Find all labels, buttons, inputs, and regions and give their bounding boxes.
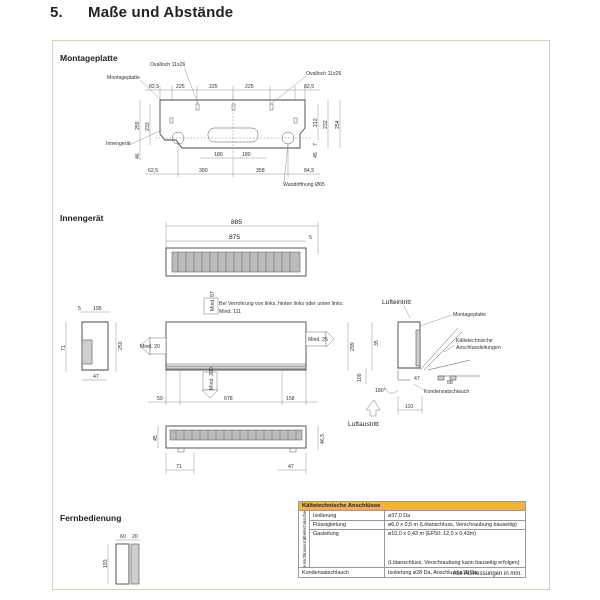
side-unit-bracket	[81, 339, 93, 365]
front-unit-outline	[165, 321, 307, 371]
air-outlet-arrow	[365, 399, 381, 417]
dim-47-low: 47	[288, 464, 294, 470]
dim-380: 380	[199, 168, 208, 174]
dim-100-right: 100	[357, 373, 363, 382]
dim-45: 45	[313, 152, 319, 158]
label-montageplatte-mp: Montageplatte	[107, 75, 140, 81]
dim-71-side: 71	[61, 345, 67, 351]
indoor-unit-top-view: 885 875 5	[165, 219, 319, 277]
dim-180-deg: 180°	[375, 388, 386, 394]
dim-45-low: 45	[153, 435, 159, 441]
note-line-2: Mind. 111	[219, 309, 241, 315]
dim-212: 212	[313, 118, 319, 127]
dim-59: 59	[157, 396, 163, 402]
footnote: Alle Abmessungen in mm.	[452, 571, 522, 577]
installation-side-view: Lufteintritt Montageplatte Kältetechnisc…	[348, 299, 501, 428]
table-row: Gasleitung ø10,0 x 0,43 m (EF50: 12,0 x …	[299, 529, 526, 569]
label-kaelte-line1: Kältetechnische	[456, 338, 493, 344]
oval-slot	[231, 103, 236, 111]
dim-20: 20	[132, 534, 138, 540]
dim-46-5: 46,5	[320, 434, 326, 444]
label-lufteintritt: Lufteintritt	[382, 299, 411, 306]
dim-47-right: 47	[414, 376, 420, 382]
table-header: Kältetechnische Anschlüsse	[298, 500, 526, 512]
table-side-label: Kältetechnische Anschlüsse	[298, 510, 310, 569]
dim-5-side: 5	[78, 306, 81, 312]
dim-180-b: 180	[242, 152, 251, 158]
dim-180-a: 180	[214, 152, 223, 158]
dim-110-right: 110	[405, 404, 413, 410]
oval-slot	[269, 103, 274, 111]
label-wandoeffnung: Wandöffnung Ø65	[283, 182, 325, 188]
mind-57-label: Mind. 57	[210, 291, 216, 311]
remote-side-outline	[130, 543, 140, 585]
table-row: Kondensatschlauch Isolierung ø28 Da, Ans…	[298, 567, 526, 578]
dim-62-5: 62,5	[148, 168, 158, 174]
dim-7: 7	[313, 143, 319, 146]
label-innengeraet-mp: Innengerät	[106, 141, 131, 147]
dim-225-a: 225	[176, 84, 185, 90]
mounting-plate-drawing: 82,5 225 225 225 82,5 Ovalloch 11x26 Mon…	[106, 62, 341, 188]
dim-225-c: 225	[245, 84, 254, 90]
refrigerant-pipe	[419, 327, 459, 371]
mind-20-label: Mind. 20	[140, 344, 160, 350]
section-title: Maße und Abstände	[88, 4, 234, 21]
dim-58-right: 58	[447, 380, 453, 386]
section-label-montageplatte: Montageplatte	[60, 53, 118, 63]
dim-250: 250	[118, 341, 124, 350]
dim-232: 232	[323, 120, 329, 129]
dim-299: 299	[350, 342, 356, 351]
oval-slot	[293, 117, 298, 124]
mind-25-label: Mind. 25	[308, 337, 328, 343]
section-number: 5.	[50, 4, 63, 21]
mind-200-label: Mind. 200	[209, 367, 215, 390]
mounting-plate-outline	[159, 99, 306, 149]
dim-225-b: 225	[209, 84, 218, 90]
dim-358: 358	[256, 168, 265, 174]
section-label-fernbedienung: Fernbedienung	[60, 513, 122, 523]
indoor-unit-front-view: Mind. 57 Bei Verrohrung von links, hinte…	[139, 291, 356, 405]
dim-254: 254	[335, 120, 341, 129]
label-kaelte-line2: Anschlussleitungen	[456, 345, 501, 351]
indoor-unit-bottom-view: 45 46,5 71 47	[153, 425, 326, 474]
note-line-1: Bei Verrohrung von links, hinten links o…	[219, 301, 344, 307]
label-ovalloch-right: Ovalloch 11x26	[306, 71, 341, 77]
dim-195: 195	[93, 306, 102, 312]
installed-unit-outline	[397, 321, 421, 369]
dim-46: 46	[135, 153, 141, 159]
label-kondensat-ig: Kondensatschlauch	[424, 389, 469, 395]
page-heading: 5. Maße und Abstände	[50, 4, 233, 21]
dim-35-right: 35	[374, 340, 380, 346]
connections-table: Kältetechnische Anschlüsse Kältetechnisc…	[298, 500, 526, 578]
dim-82-5-left: 82,5	[149, 84, 159, 90]
remote-control-drawing: 60 20 193	[103, 534, 140, 585]
dim-885: 885	[231, 219, 242, 226]
dim-158: 158	[286, 396, 295, 402]
dim-5-top: 5	[309, 235, 312, 241]
oval-slot	[169, 117, 174, 124]
indoor-unit-side-view: 5 195 71 250 47	[61, 306, 124, 381]
dim-82-5-right: 82,5	[304, 84, 314, 90]
table-row: Flüssigleitung ø6,0 x 0,5 m (Lötanschlus…	[299, 519, 526, 531]
label-luftaustritt: Luftaustritt	[348, 421, 379, 428]
dim-233: 233	[145, 122, 151, 131]
remote-front-outline	[115, 543, 130, 585]
air-outlet-grille	[169, 429, 303, 441]
label-ovalloch-left: Ovalloch 11x26	[150, 62, 185, 68]
oval-slot	[195, 103, 200, 111]
dim-84-5: 84,5	[304, 168, 314, 174]
table-row: Kältetechnische Anschlüsse Isolierung ø3…	[298, 510, 526, 569]
dim-47-side: 47	[93, 374, 99, 380]
dim-875: 875	[229, 234, 240, 241]
dim-193: 193	[103, 559, 109, 568]
section-label-innengeraet: Innengerät	[60, 213, 104, 223]
dim-71-low: 71	[176, 464, 182, 470]
label-montageplatte-ig: Montageplatte	[453, 312, 486, 318]
air-intake-grille	[171, 251, 301, 273]
dim-255: 255	[135, 121, 141, 130]
dim-60: 60	[120, 534, 126, 540]
dim-678: 678	[224, 396, 233, 402]
